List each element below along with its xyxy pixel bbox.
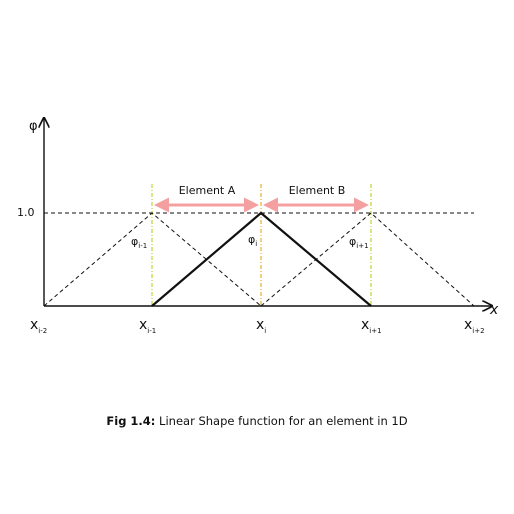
caption-text: Linear Shape function for an element in … [155, 414, 408, 428]
y-tick-label: 1.0 [17, 206, 35, 219]
shape-function-label-i+1: φi+1 [349, 235, 369, 250]
shape-function-i-1-curve [43, 212, 262, 307]
shape-function-label-i: φi [248, 233, 257, 248]
node-label-i+1: xi+1 [361, 317, 382, 335]
y-axis-label: φ [29, 119, 38, 134]
shape-function-i-curve [151, 211, 372, 307]
shape-function-i+1-curve [260, 212, 475, 307]
element-b-label: Element B [289, 184, 346, 197]
element-a-label: Element A [179, 184, 236, 197]
figure-caption: Fig 1.4: Linear Shape function for an el… [0, 414, 514, 428]
node-label-i-1: xi-1 [139, 317, 156, 335]
shape-function-label-i-1: φi-1 [131, 235, 147, 250]
node-label-i-2: xi-2 [30, 317, 47, 335]
caption-prefix: Fig 1.4: [106, 414, 156, 428]
x-axis-label: x [489, 302, 499, 318]
node-label-i+2: xi+2 [464, 317, 485, 335]
node-label-i: xi [256, 317, 266, 335]
